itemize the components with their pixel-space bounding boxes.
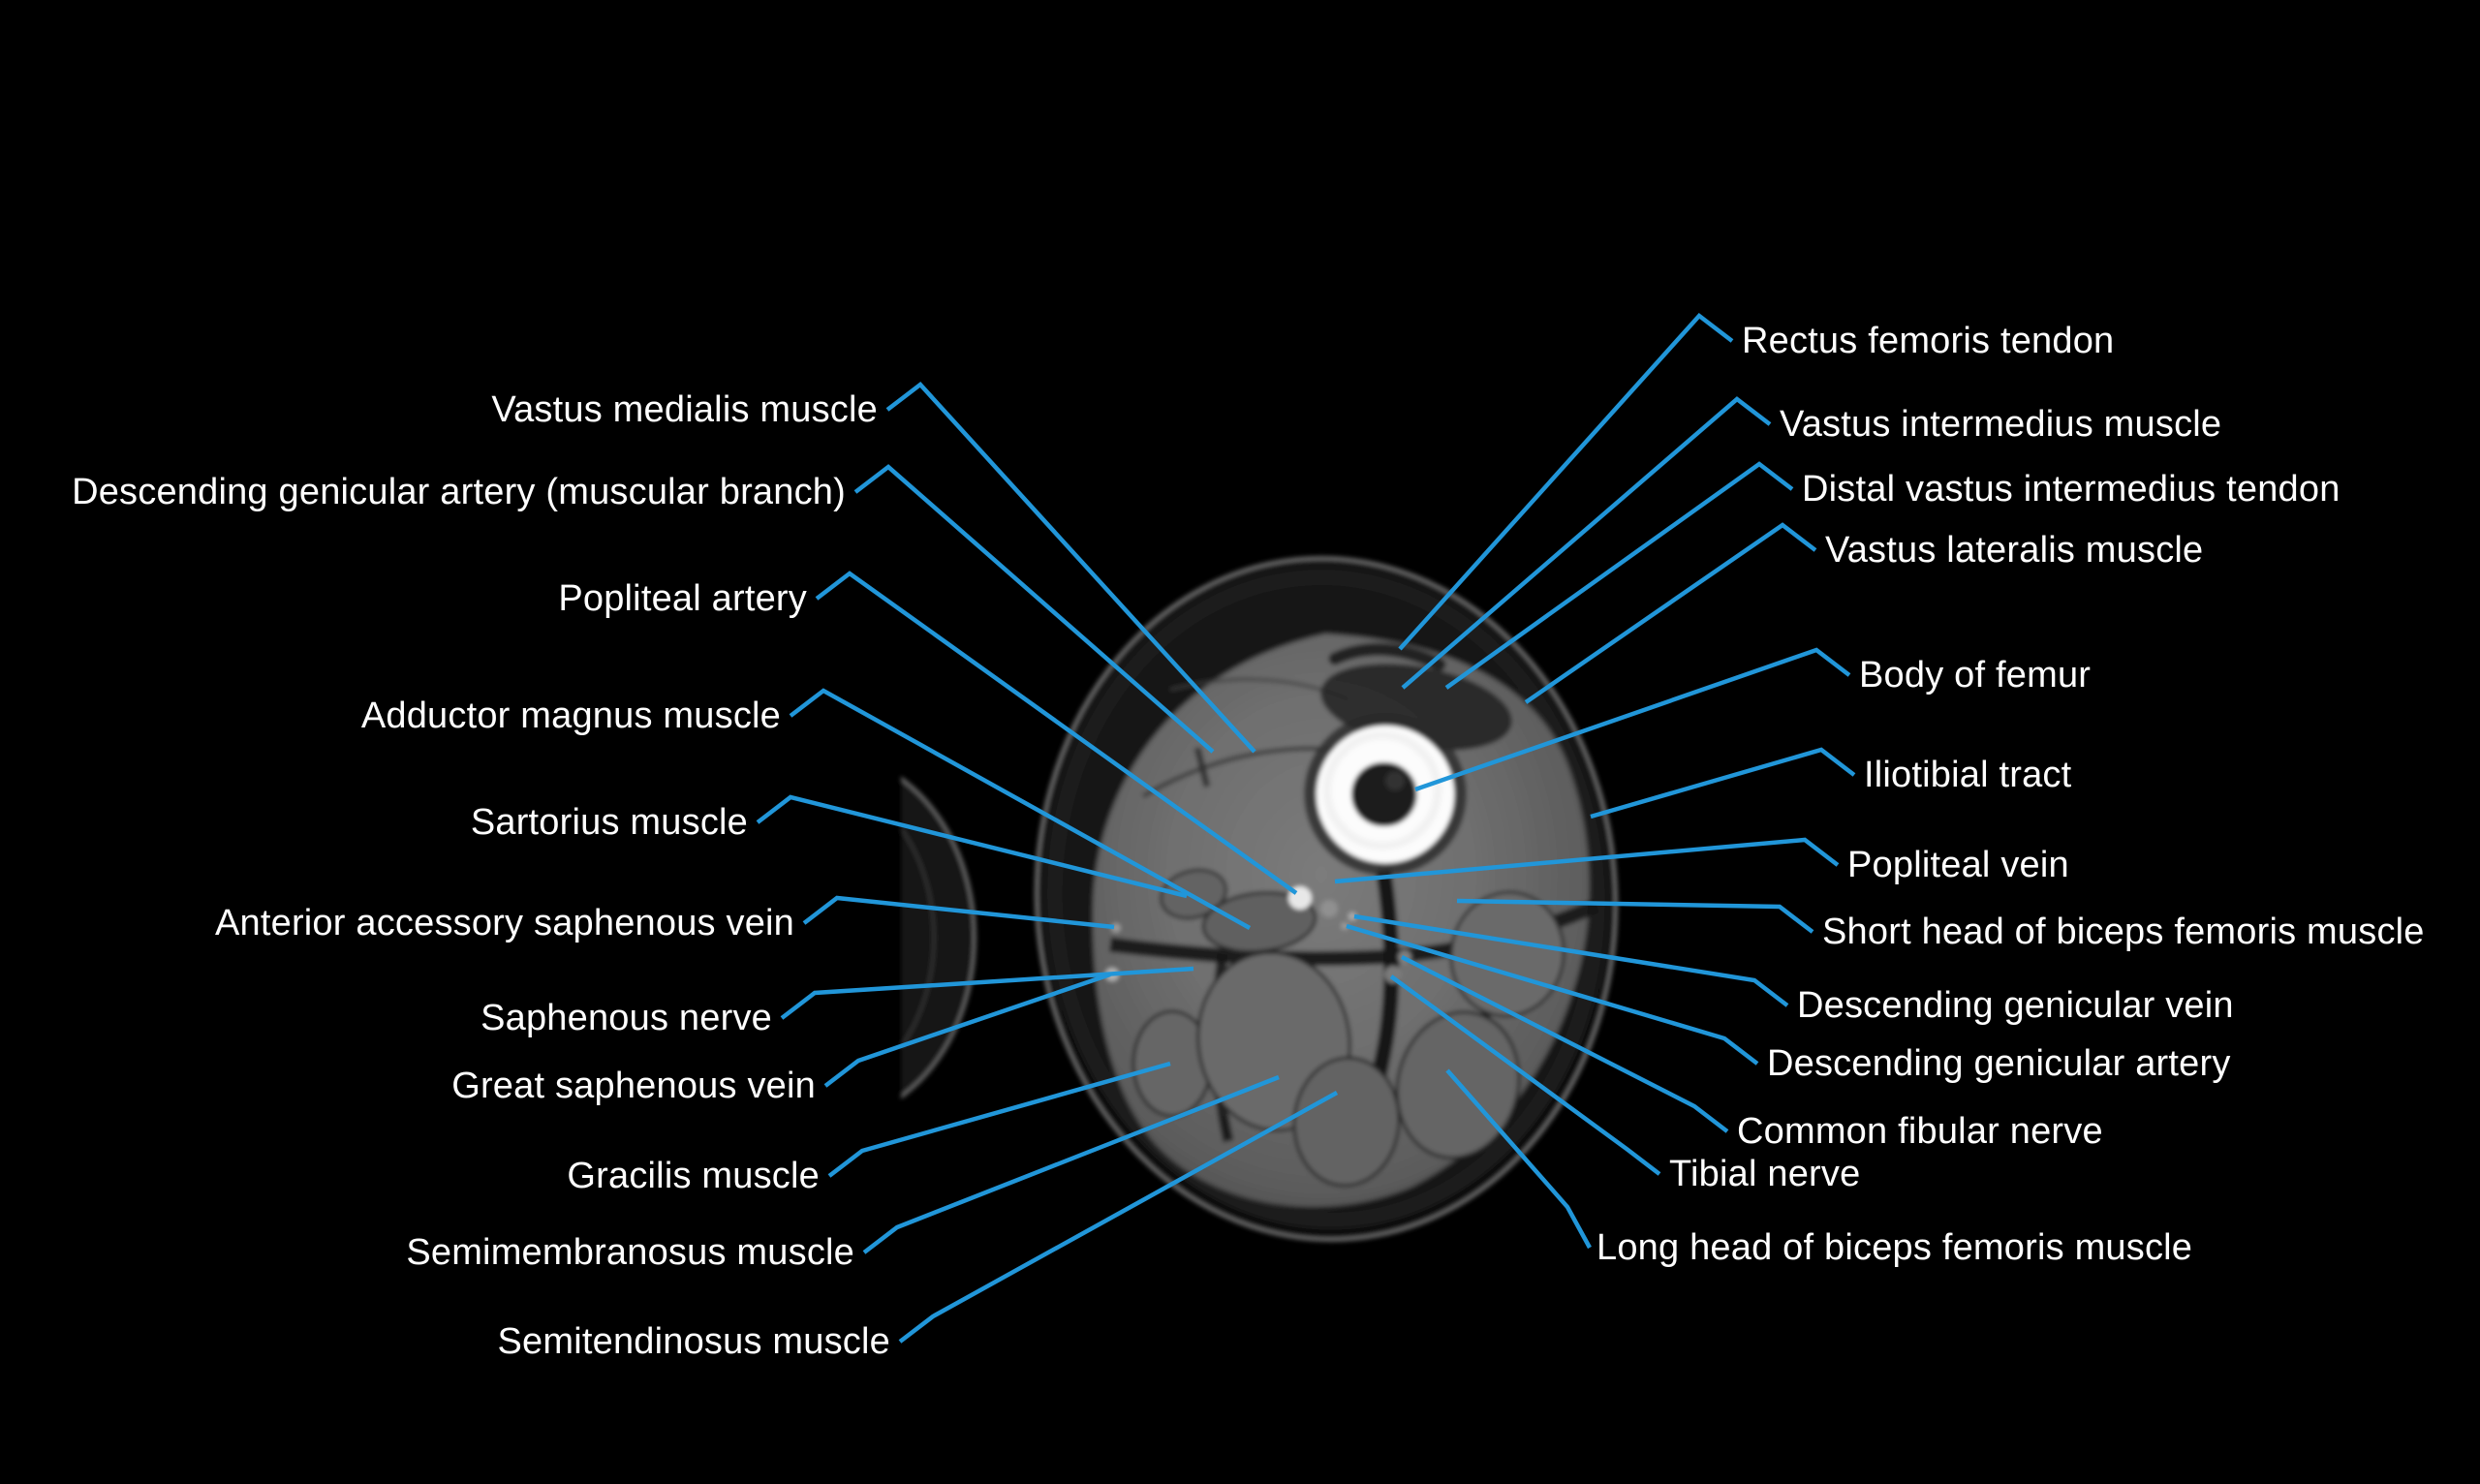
leader-line-tibial-nerve xyxy=(1389,974,1661,1176)
label-semitendinosus-muscle: Semitendinosus muscle xyxy=(497,1321,890,1362)
femur-marrow xyxy=(1351,762,1415,826)
labels: Vastus medialis muscle Descending genicu… xyxy=(72,321,2425,1362)
leader-line-descending-genicular-artery-muscular-branch xyxy=(853,464,1215,754)
leader-line-great-saphenous-vein xyxy=(823,972,1111,1088)
femur-cortex-inner-edge xyxy=(1322,730,1442,850)
label-adductor-magnus-muscle: Adductor magnus muscle xyxy=(361,696,781,736)
leader-line-anterior-accessory-saphenous-vein xyxy=(802,895,1115,930)
label-rectus-femoris-tendon: Rectus femoris tendon xyxy=(1742,321,2114,361)
label-vastus-lateralis-muscle: Vastus lateralis muscle xyxy=(1825,530,2203,571)
label-sartorius-muscle: Sartorius muscle xyxy=(471,802,748,843)
leader-line-common-fibular-nerve xyxy=(1400,954,1729,1133)
label-common-fibular-nerve: Common fibular nerve xyxy=(1737,1111,2103,1152)
label-vastus-intermedius-muscle: Vastus intermedius muscle xyxy=(1780,404,2221,445)
label-descending-genicular-artery: Descending genicular artery xyxy=(1767,1043,2231,1084)
label-tibial-nerve: Tibial nerve xyxy=(1669,1154,1860,1194)
leader-line-rectus-femoris-tendon xyxy=(1398,312,1734,651)
leader-line-vastus-medialis-muscle xyxy=(885,381,1256,754)
label-long-head-of-biceps-femoris-muscle: Long head of biceps femoris muscle xyxy=(1596,1227,2192,1268)
leader-line-distal-vastus-intermedius-tendon xyxy=(1444,461,1794,690)
leader-line-descending-genicular-artery xyxy=(1346,923,1759,1066)
biceps-femoris-short-head-lobe xyxy=(1449,890,1566,1018)
label-popliteal-vein: Popliteal vein xyxy=(1847,845,2069,885)
leader-line-popliteal-artery xyxy=(815,571,1298,895)
leader-line-long-head-of-biceps-femoris-muscle xyxy=(1445,1068,1592,1250)
adductor-magnus-lobe xyxy=(1201,891,1318,953)
label-semimembranosus-muscle: Semimembranosus muscle xyxy=(406,1232,854,1273)
leader-line-body-of-femur xyxy=(1414,647,1851,792)
opposite-thigh-edge xyxy=(901,776,976,1099)
label-anterior-accessory-saphenous-vein: Anterior accessory saphenous vein xyxy=(215,903,794,943)
femur-halo xyxy=(1304,713,1467,876)
medial-fascia-cleft xyxy=(1194,747,1211,788)
leader-line-saphenous-nerve xyxy=(780,966,1194,1020)
leader-line-popliteal-vein xyxy=(1334,837,1840,884)
label-gracilis-muscle: Gracilis muscle xyxy=(567,1156,820,1196)
label-descending-genicular-vein: Descending genicular vein xyxy=(1797,985,2234,1026)
leader-line-vastus-lateralis-muscle xyxy=(1524,522,1817,704)
label-body-of-femur: Body of femur xyxy=(1859,655,2091,696)
leader-line-semitendinosus-muscle xyxy=(898,1091,1339,1344)
rectus-femoris-tendon-cleft xyxy=(1328,642,1446,671)
leader-line-semimembranosus-muscle xyxy=(862,1074,1280,1254)
label-vastus-medialis-muscle: Vastus medialis muscle xyxy=(491,389,878,430)
leader-line-sartorius-muscle xyxy=(756,794,1188,899)
leader-line-short-head-of-biceps-femoris-muscle xyxy=(1456,898,1814,934)
leader-line-vastus-intermedius-muscle xyxy=(1401,396,1772,690)
femur-marrow-fleck xyxy=(1385,771,1405,790)
subcutaneous-fat-ring xyxy=(1046,570,1606,1228)
leader-line-adductor-magnus-muscle xyxy=(789,688,1252,930)
label-iliotibial-tract: Iliotibial tract xyxy=(1864,755,2072,795)
label-popliteal-artery: Popliteal artery xyxy=(558,578,807,619)
leader-lines xyxy=(756,312,1856,1344)
ct-scan-image xyxy=(901,556,1619,1242)
leader-line-descending-genicular-vein xyxy=(1353,913,1789,1007)
label-saphenous-nerve: Saphenous nerve xyxy=(480,998,772,1038)
label-great-saphenous-vein: Great saphenous vein xyxy=(451,1066,816,1106)
label-short-head-of-biceps-femoris-muscle: Short head of biceps femoris muscle xyxy=(1822,912,2425,952)
leader-line-gracilis-muscle xyxy=(827,1061,1171,1178)
leader-line-iliotibial-tract xyxy=(1590,747,1856,819)
popliteal-vein-vessel xyxy=(1320,900,1338,917)
label-distal-vastus-intermedius-tendon: Distal vastus intermedius tendon xyxy=(1802,469,2340,510)
label-descending-genicular-artery-muscular-branch: Descending genicular artery (muscular br… xyxy=(72,472,846,512)
